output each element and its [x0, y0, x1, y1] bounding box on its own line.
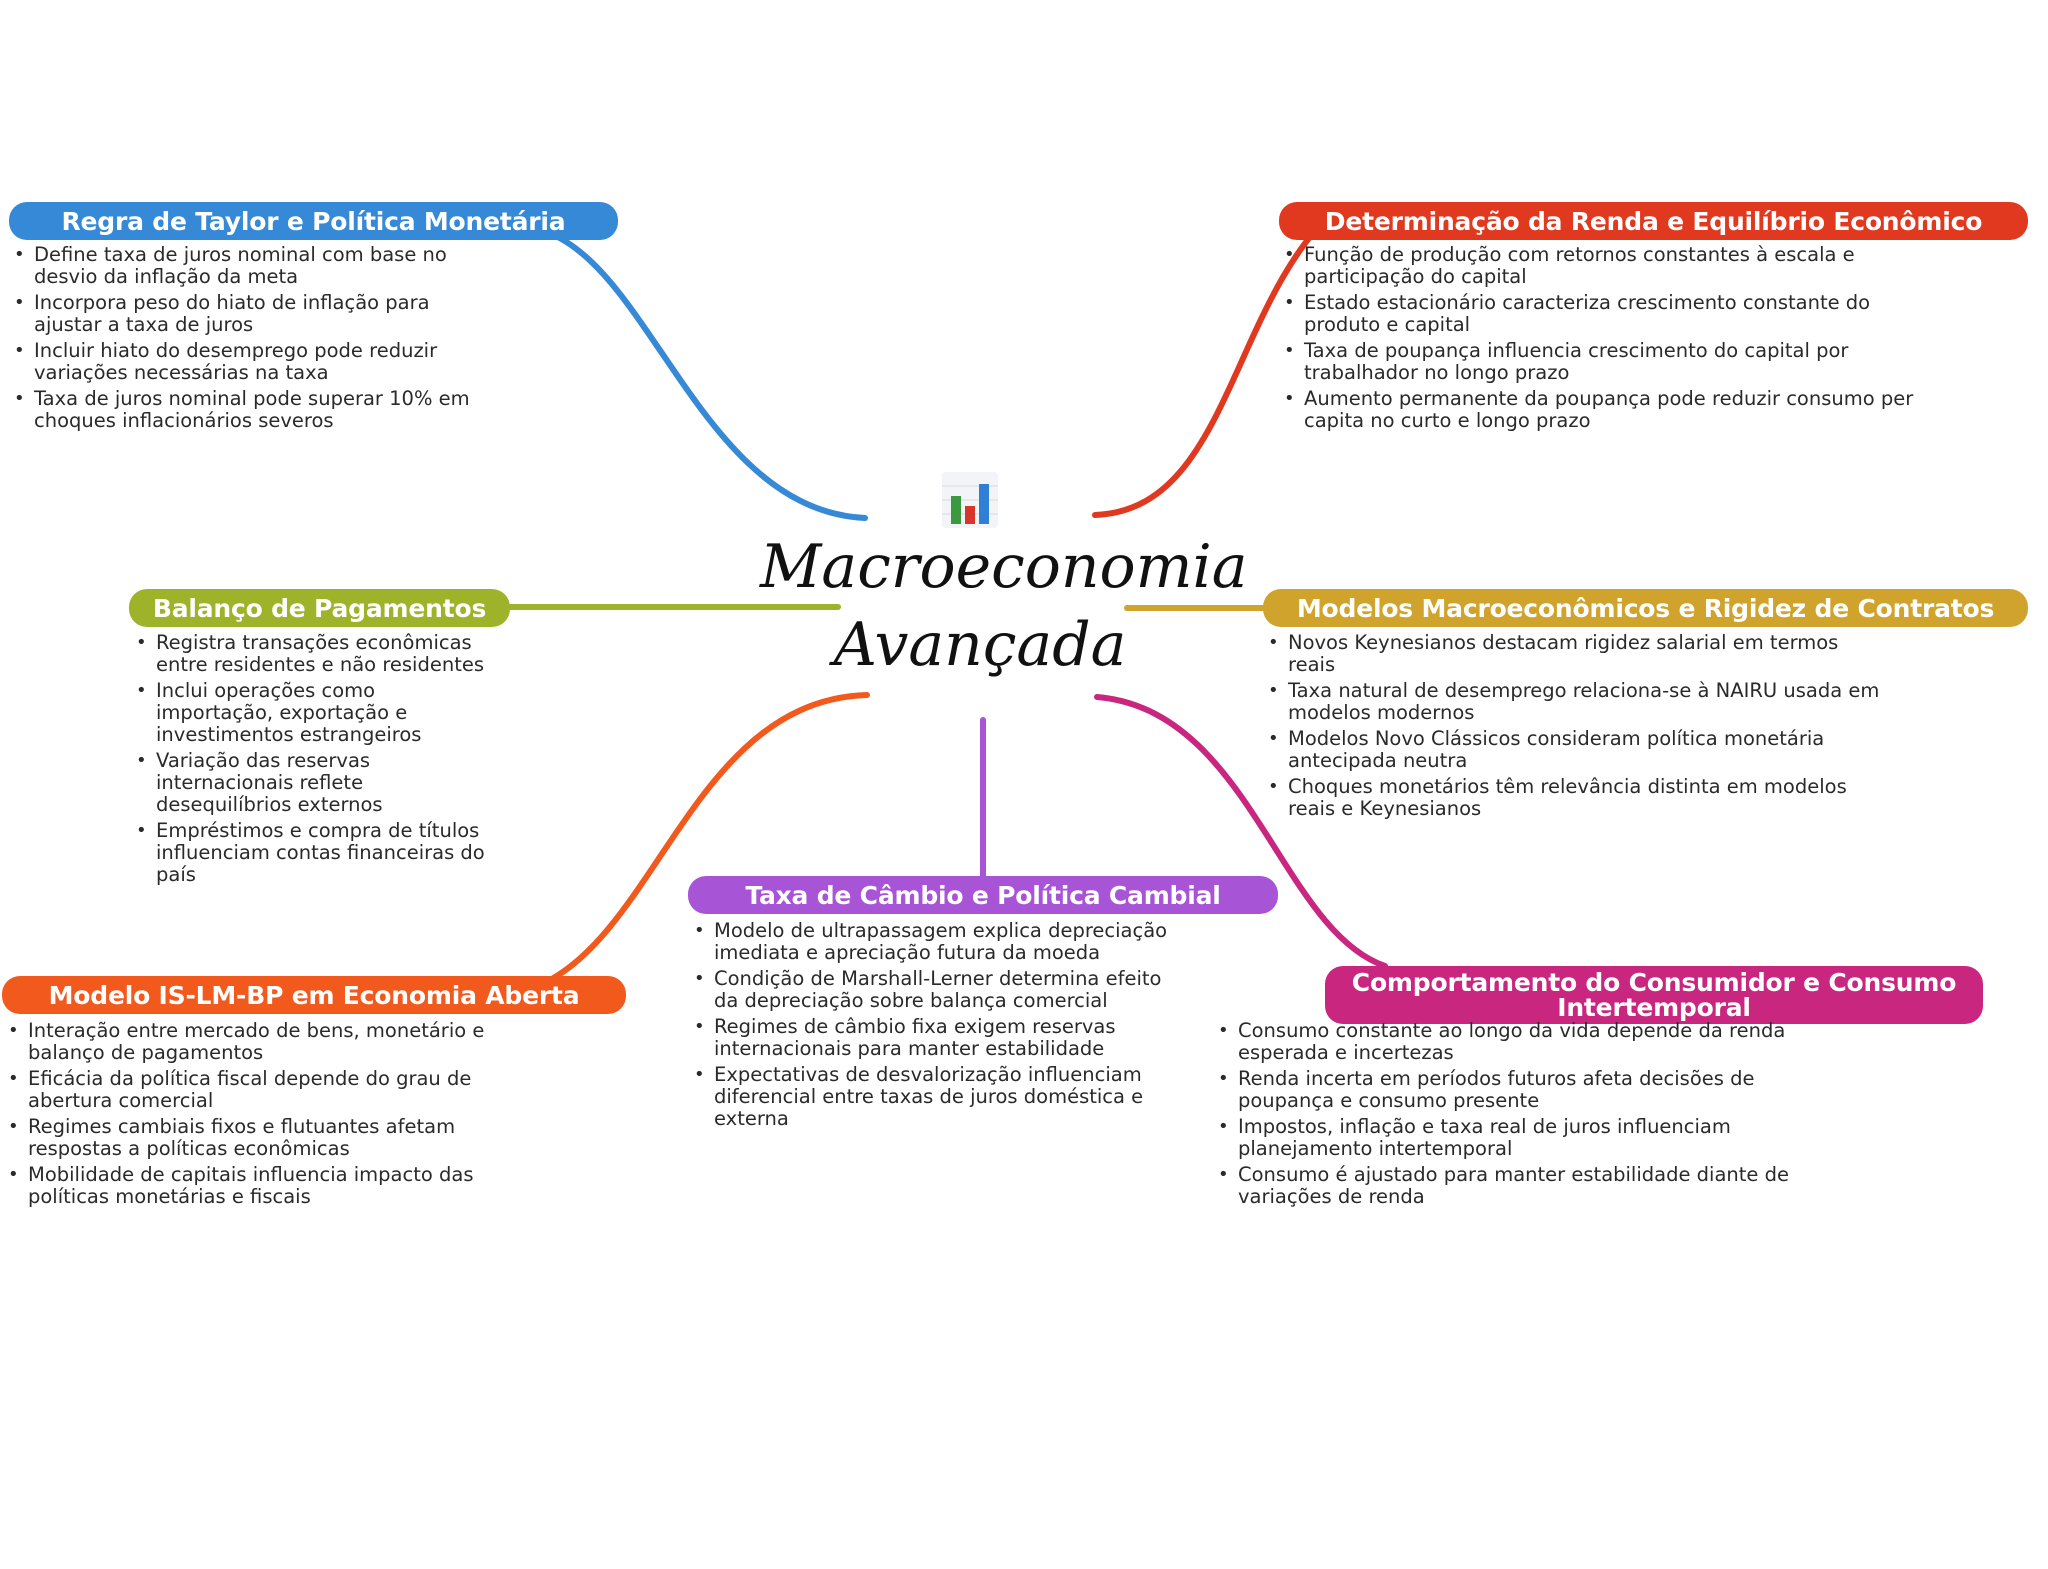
list-item: Regimes de câmbio fixa exigem reservas i…	[692, 1016, 1172, 1060]
list-item: Expectativas de desvalorização influenci…	[692, 1064, 1172, 1130]
list-item: Empréstimos e compra de títulos influenc…	[134, 820, 494, 886]
list-item: Impostos, inflação e taxa real de juros …	[1216, 1116, 1816, 1160]
list-item: Aumento permanente da poupança pode redu…	[1282, 388, 1922, 432]
list-item: Mobilidade de capitais influencia impact…	[6, 1164, 506, 1208]
list-item: Inclui operações como importação, export…	[134, 680, 494, 746]
branch-islmbp-list: Interação entre mercado de bens, monetár…	[6, 1020, 506, 1212]
branch-modelos-list: Novos Keynesianos destacam rigidez salar…	[1266, 632, 1886, 824]
list-item: Consumo é ajustado para manter estabilid…	[1216, 1164, 1816, 1208]
branch-balanco-list: Registra transações econômicas entre res…	[134, 632, 494, 890]
connector-consumidor	[1094, 694, 1388, 969]
list-item: Taxa natural de desemprego relaciona-se …	[1266, 680, 1886, 724]
list-item: Modelo de ultrapassagem explica deprecia…	[692, 920, 1172, 964]
list-item: Eficácia da política fiscal depende do g…	[6, 1068, 506, 1112]
list-item: Novos Keynesianos destacam rigidez salar…	[1266, 632, 1886, 676]
connector-taylor	[537, 227, 868, 521]
central-topic[interactable]: Macroeconomia Avançada	[760, 528, 1248, 684]
list-item: Variação das reservas internacionais ref…	[134, 750, 494, 816]
branch-consumidor-title[interactable]: Comportamento do Consumidor e Consumo In…	[1325, 966, 1983, 1024]
list-item: Interação entre mercado de bens, monetár…	[6, 1020, 506, 1064]
central-topic-line2: Avançada	[833, 610, 1127, 680]
list-item: Choques monetários têm relevância distin…	[1266, 776, 1886, 820]
list-item: Consumo constante ao longo da vida depen…	[1216, 1020, 1816, 1064]
list-item: Registra transações econômicas entre res…	[134, 632, 494, 676]
list-item: Renda incerta em períodos futuros afeta …	[1216, 1068, 1816, 1112]
list-item: Incorpora peso do hiato de inflação para…	[12, 292, 472, 336]
branch-renda-list: Função de produção com retornos constant…	[1282, 244, 1922, 436]
branch-taylor-list: Define taxa de juros nominal com base no…	[12, 244, 472, 436]
list-item: Taxa de juros nominal pode superar 10% e…	[12, 388, 472, 432]
list-item: Estado estacionário caracteriza crescime…	[1282, 292, 1922, 336]
branch-cambio-list: Modelo de ultrapassagem explica deprecia…	[692, 920, 1172, 1134]
central-topic-line1: Macroeconomia	[760, 532, 1248, 602]
list-item: Define taxa de juros nominal com base no…	[12, 244, 472, 288]
branch-taylor-title[interactable]: Regra de Taylor e Política Monetária	[9, 202, 618, 240]
list-item: Regimes cambiais fixos e flutuantes afet…	[6, 1116, 506, 1160]
branch-renda-title[interactable]: Determinação da Renda e Equilíbrio Econô…	[1279, 202, 2028, 240]
list-item: Condição de Marshall-Lerner determina ef…	[692, 968, 1172, 1012]
list-item: Função de produção com retornos constant…	[1282, 244, 1922, 288]
connector-islmbp	[547, 692, 870, 983]
branch-islmbp-title[interactable]: Modelo IS-LM-BP em Economia Aberta	[2, 976, 626, 1014]
list-item: Taxa de poupança influencia crescimento …	[1282, 340, 1922, 384]
list-item: Incluir hiato do desemprego pode reduzir…	[12, 340, 472, 384]
branch-modelos-title[interactable]: Modelos Macroeconômicos e Rigidez de Con…	[1263, 589, 2028, 627]
list-item: Modelos Novo Clássicos consideram políti…	[1266, 728, 1886, 772]
branch-cambio-title[interactable]: Taxa de Câmbio e Política Cambial	[688, 876, 1278, 914]
branch-balanco-title[interactable]: Balanço de Pagamentos	[129, 589, 510, 627]
bar-chart-icon	[942, 472, 998, 528]
branch-consumidor-list: Consumo constante ao longo da vida depen…	[1216, 1020, 1816, 1212]
